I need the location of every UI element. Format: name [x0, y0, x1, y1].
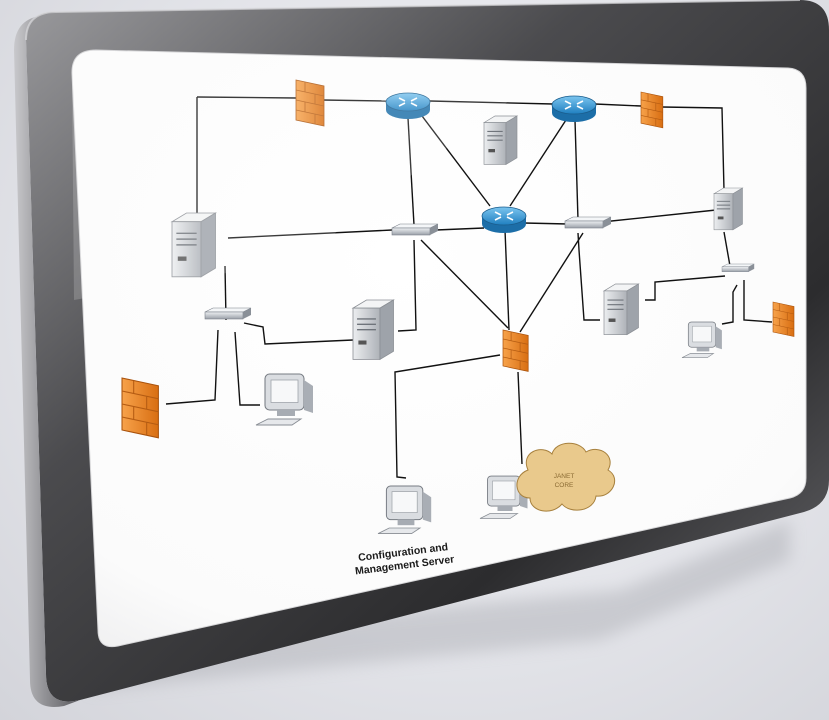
screen-glare [71, 52, 560, 300]
firewall-icon [502, 329, 529, 372]
switch-icon [204, 307, 252, 320]
network-links [165, 96, 773, 479]
server-icon [483, 115, 518, 165]
server-icon [352, 299, 395, 361]
cloud-icon: JANET CORE [516, 442, 616, 512]
firewall-icon [772, 301, 795, 337]
server-icon [603, 283, 640, 336]
switch-icon [391, 223, 439, 236]
frame-edge-highlight [14, 12, 80, 707]
cloud-label-line2: CORE [555, 482, 574, 489]
switch-icon [721, 263, 755, 273]
switch-icon [564, 216, 612, 229]
router-icon [551, 95, 597, 123]
firewall-icon [640, 91, 664, 129]
router-icon [481, 206, 527, 234]
diagram-screen [71, 49, 807, 648]
firewall-icon [121, 377, 159, 439]
server-icon [713, 187, 743, 231]
cloud-label-line1: JANET [554, 473, 575, 480]
